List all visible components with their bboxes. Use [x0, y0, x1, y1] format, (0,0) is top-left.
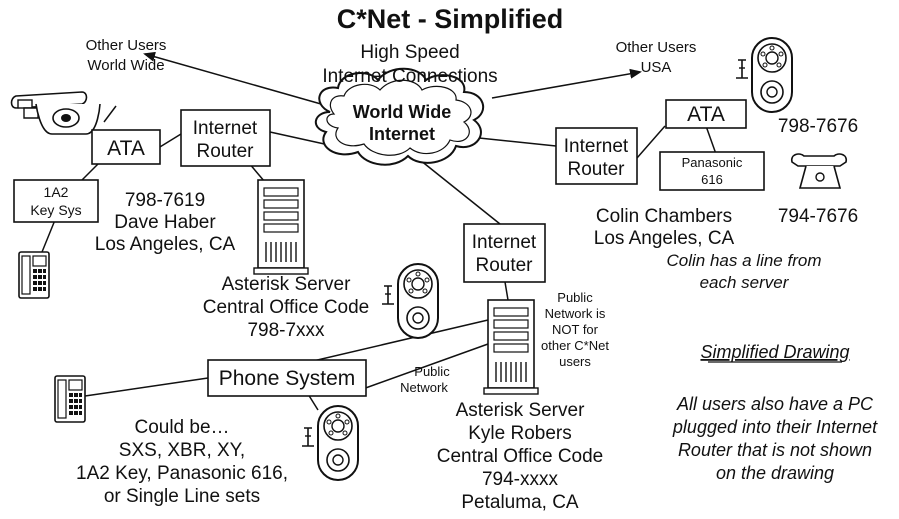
high-speed-line1: High Speed [360, 42, 459, 63]
right-ata-number: 798-7676 [778, 116, 858, 137]
public-note-line2: Network is [545, 306, 606, 321]
left-site: ATA Internet Router 1A2 Key Sys 798-7619… [10, 91, 439, 341]
right-panasonic-line1: Panasonic [682, 155, 743, 170]
left-keysys-line1: 1A2 [44, 184, 69, 200]
center-router-line1: Internet [472, 232, 537, 253]
public-network-line2: Network [400, 380, 448, 395]
right-ata-box [665, 99, 747, 129]
cloud-label-line2: Internet [369, 124, 435, 144]
right-desk-phone-icon [790, 153, 848, 189]
left-city: Los Angeles, CA [95, 234, 236, 255]
phone-system-wall-phone-icon [301, 405, 359, 481]
right-note-line2: each server [700, 273, 790, 292]
phone-system-box [207, 359, 367, 397]
public-network-line1: Public [414, 364, 450, 379]
could-be-line1: Could be… [134, 417, 229, 438]
left-router-line2: Router [196, 141, 254, 162]
notes-line1: All users also have a PC [676, 394, 874, 414]
left-router-box [180, 109, 271, 167]
left-number: 798-7619 [125, 190, 205, 211]
right-name: Colin Chambers [596, 206, 732, 227]
left-server-line3: 798-7xxx [247, 320, 325, 341]
left-router-line1: Internet [193, 118, 258, 139]
public-note-line3: NOT for [552, 322, 599, 337]
center-server-line5: Petaluma, CA [461, 492, 579, 513]
right-note-line1: Colin has a line from [667, 251, 822, 270]
could-be-line4: or Single Line sets [104, 486, 260, 507]
right-site: ATA 798-7676 Internet Router Panasonic 6… [555, 37, 858, 292]
left-server-line2: Central Office Code [203, 297, 370, 318]
left-keysys-box [13, 179, 99, 223]
notes-heading: Simplified Drawing [700, 342, 849, 362]
notes-line3: Router that is not shown [678, 440, 872, 460]
left-ata-label: ATA [107, 137, 145, 160]
left-name: Dave Haber [114, 212, 216, 233]
right-router-line1: Internet [564, 136, 629, 157]
public-note-line4: other C*Net [541, 338, 609, 353]
internet-cloud: World Wide Internet [315, 67, 485, 166]
center-server-line3: Central Office Code [437, 446, 604, 467]
public-note-line1: Public [557, 290, 593, 305]
could-be-line3: 1A2 Key, Panasonic 616, [76, 463, 288, 484]
other-users-usa-line1: Other Users [616, 39, 697, 56]
center-site: Internet Router Public Network is NOT fo… [400, 223, 609, 513]
right-city: Los Angeles, CA [594, 228, 735, 249]
left-keyset-phone-icon [18, 251, 50, 299]
other-users-ww-line1: Other Users [86, 37, 167, 54]
center-server-line2: Kyle Robers [468, 423, 572, 444]
rotary-phone-icon [10, 91, 101, 135]
phone-system-site: Phone System Could be… SXS, XBR, XY, 1A2… [54, 359, 367, 507]
right-ata-label: ATA [687, 103, 725, 126]
left-server-line1: Asterisk Server [222, 274, 351, 295]
public-note-line5: users [559, 354, 591, 369]
could-be-line2: SXS, XBR, XY, [119, 440, 245, 461]
center-server-line4: 794-xxxx [482, 469, 559, 490]
notes-block: Simplified Drawing All users also have a… [672, 342, 878, 483]
center-router-box [463, 223, 546, 283]
right-router-box [555, 127, 638, 185]
notes-line2: plugged into their Internet [672, 417, 878, 437]
center-server-icon [483, 299, 539, 395]
left-keysys-line2: Key Sys [30, 202, 81, 218]
phone-system-keyset-icon [54, 375, 86, 423]
left-wall-phone-icon [381, 263, 439, 339]
right-panasonic-line2: 616 [701, 172, 723, 187]
right-panasonic-box [659, 151, 765, 191]
left-ata-box [91, 129, 161, 165]
right-phone-number: 794-7676 [778, 206, 858, 227]
left-server-icon [253, 179, 309, 275]
center-server-line1: Asterisk Server [456, 400, 585, 421]
right-router-line2: Router [567, 159, 625, 180]
other-users-ww-line2: World Wide [87, 57, 164, 74]
high-speed-line2: Internet Connections [322, 66, 497, 87]
phone-system-label: Phone System [219, 367, 356, 390]
cloud-label-line1: World Wide [353, 102, 452, 122]
notes-line4: on the drawing [716, 463, 834, 483]
center-router-line2: Router [475, 255, 533, 276]
other-users-usa-line2: USA [641, 59, 672, 76]
diagram-title: C*Net - Simplified [337, 4, 564, 34]
